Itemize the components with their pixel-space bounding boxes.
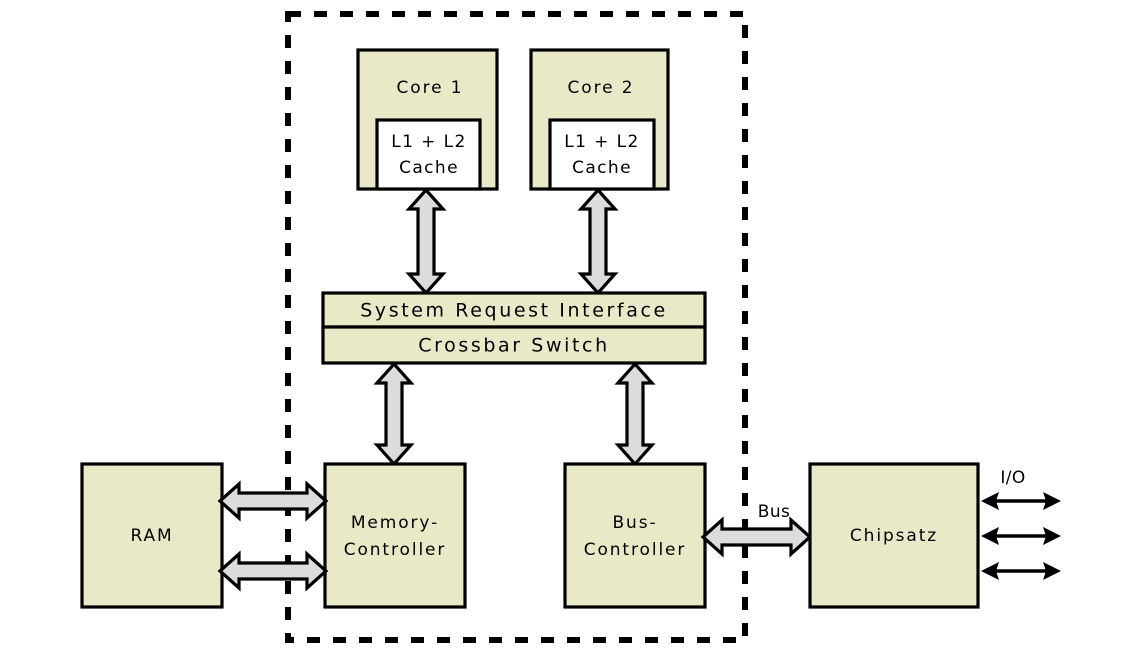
core-2-cache-label-line2: Cache	[572, 158, 632, 178]
io-label: I/O	[1000, 468, 1025, 488]
core-1-cache-label-line1: L1 + L2	[391, 132, 466, 152]
memory-controller-label-line2: Controller	[344, 540, 447, 560]
ram-label: RAM	[130, 526, 173, 546]
arrow-core2-to-sri	[577, 187, 619, 296]
system-request-interface-label: System Request Interface	[360, 300, 668, 322]
memory-controller-label-line1: Memory-	[351, 513, 439, 533]
core-2-label: Core 2	[568, 78, 635, 98]
bus-controller-block[interactable]	[563, 462, 707, 609]
io-arrow-3	[981, 562, 1061, 580]
core-1-label: Core 1	[397, 78, 464, 98]
core-1-cache-label-line2: Cache	[399, 158, 459, 178]
memory-controller-block[interactable]	[323, 462, 467, 609]
arrow-ram-to-memory-controller-lower	[217, 550, 329, 592]
bus-controller-label-line1: Bus-	[612, 513, 657, 533]
arrow-bus-controller-to-chipset	[700, 516, 813, 558]
io-arrow-2	[981, 527, 1061, 545]
cpu-die-dashed-boundary	[285, 11, 748, 643]
arrow-crossbar-to-bus-controller	[614, 361, 656, 467]
arrow-core1-to-sri	[405, 187, 447, 296]
bus-connection-label: Bus	[758, 502, 791, 522]
chipset-block[interactable]	[808, 462, 980, 609]
core-2-cache-label-line1: L1 + L2	[564, 132, 639, 152]
crossbar-switch-block[interactable]	[321, 325, 707, 365]
chipset-label: Chipsatz	[850, 526, 938, 546]
core-1-cache-block[interactable]	[375, 118, 482, 191]
ram-block[interactable]	[80, 462, 224, 609]
io-arrow-1	[981, 492, 1061, 510]
crossbar-switch-label: Crossbar Switch	[418, 335, 609, 357]
bus-controller-label-line2: Controller	[584, 540, 687, 560]
arrow-crossbar-to-memory-controller	[373, 361, 415, 467]
core-2-cache-block[interactable]	[548, 118, 656, 191]
arrow-ram-to-memory-controller-upper	[217, 480, 329, 522]
